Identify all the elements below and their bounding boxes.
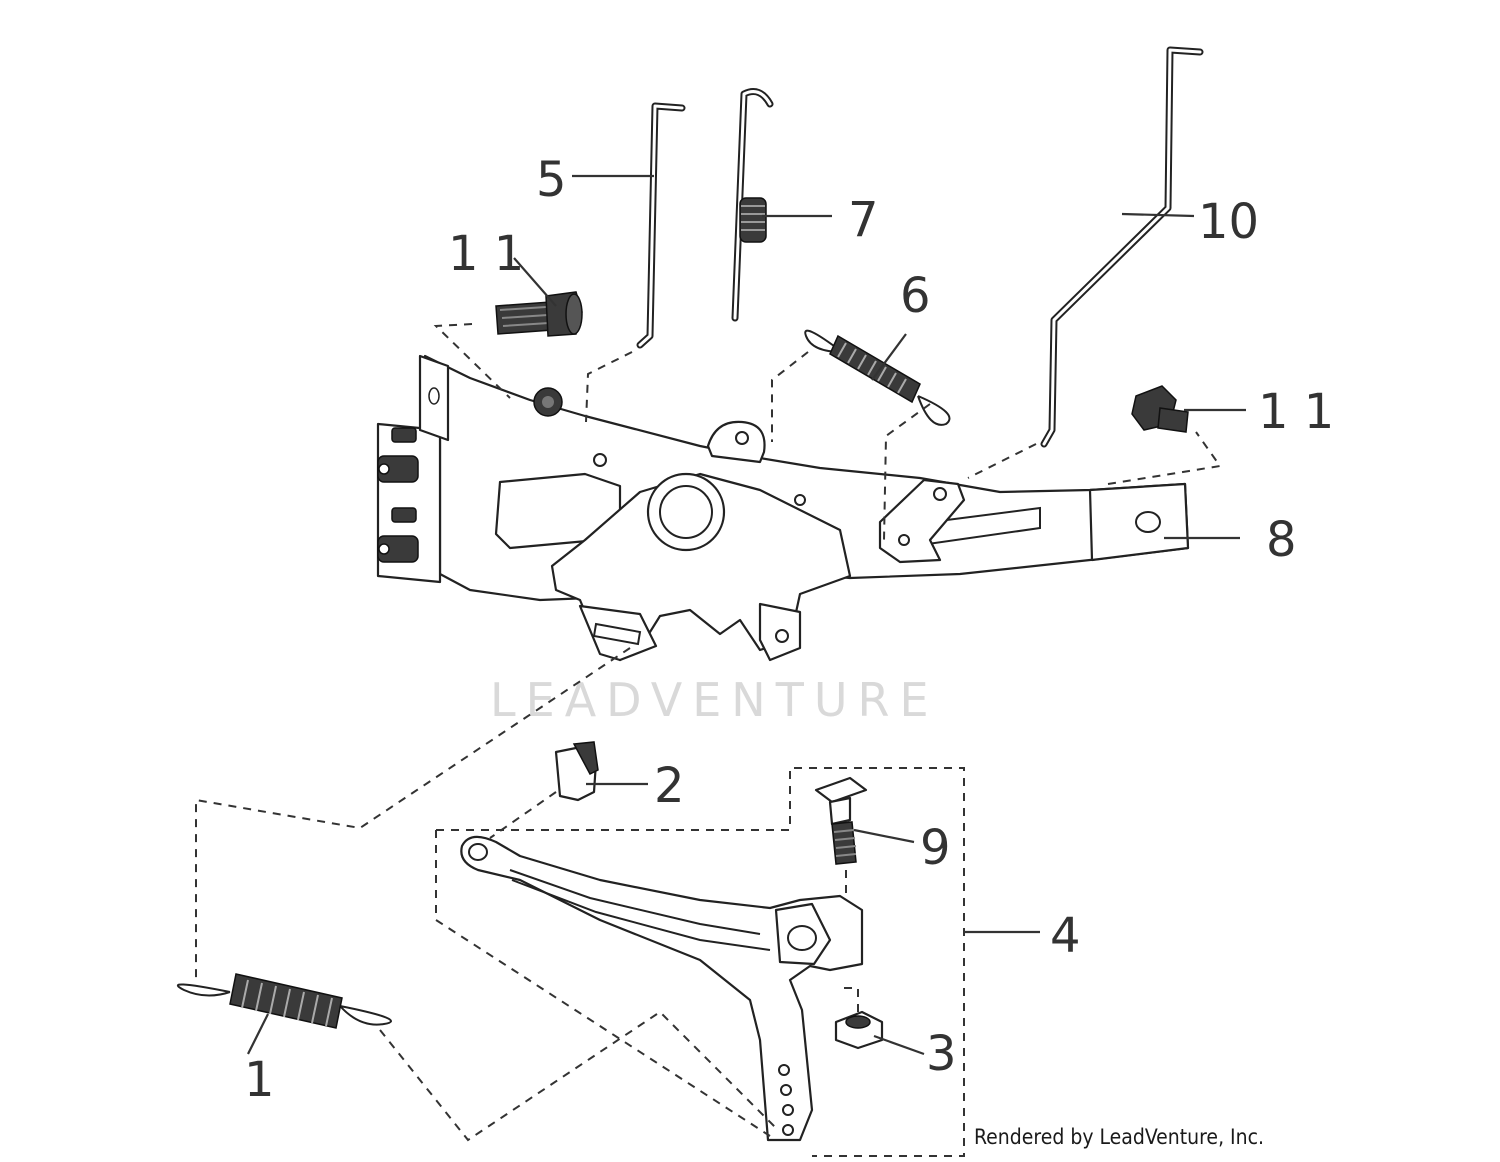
credit-text: Rendered by LeadVenture, Inc. <box>974 1125 1264 1149</box>
leader-lines <box>247 174 1246 1056</box>
callout-11-left: 1 1 <box>448 226 524 282</box>
callout-10: 10 <box>1198 194 1259 250</box>
callout-4: 4 <box>1050 908 1081 964</box>
callout-2: 2 <box>654 758 685 814</box>
callout-3: 3 <box>926 1026 957 1082</box>
clip-icon <box>554 741 599 802</box>
assembly-lines <box>195 323 1222 1157</box>
bolt-icon <box>495 291 583 337</box>
spring-wire-icon <box>731 88 774 322</box>
extension-spring-icon <box>176 973 392 1029</box>
callout-numbers: 5 7 10 1 1 6 1 1 8 2 9 4 3 1 <box>244 152 1334 1108</box>
callout-9: 9 <box>920 820 951 876</box>
callout-7: 7 <box>848 192 879 248</box>
callout-1: 1 <box>244 1052 275 1108</box>
control-bracket-icon <box>376 354 1190 662</box>
flange-nut-icon <box>834 1010 884 1050</box>
lever-assembly-icon <box>460 835 864 1142</box>
bolt-icon <box>1131 385 1189 433</box>
callout-6: 6 <box>900 268 931 324</box>
carriage-bolt-icon <box>814 776 868 865</box>
link-rod-icon <box>1040 46 1204 448</box>
callout-11-right: 1 1 <box>1258 384 1334 440</box>
callout-5: 5 <box>536 152 567 208</box>
watermark-text: LEADVENTURE <box>490 673 939 727</box>
spring-icon <box>804 329 951 426</box>
rod-icon <box>636 102 686 349</box>
callout-8: 8 <box>1266 512 1297 568</box>
